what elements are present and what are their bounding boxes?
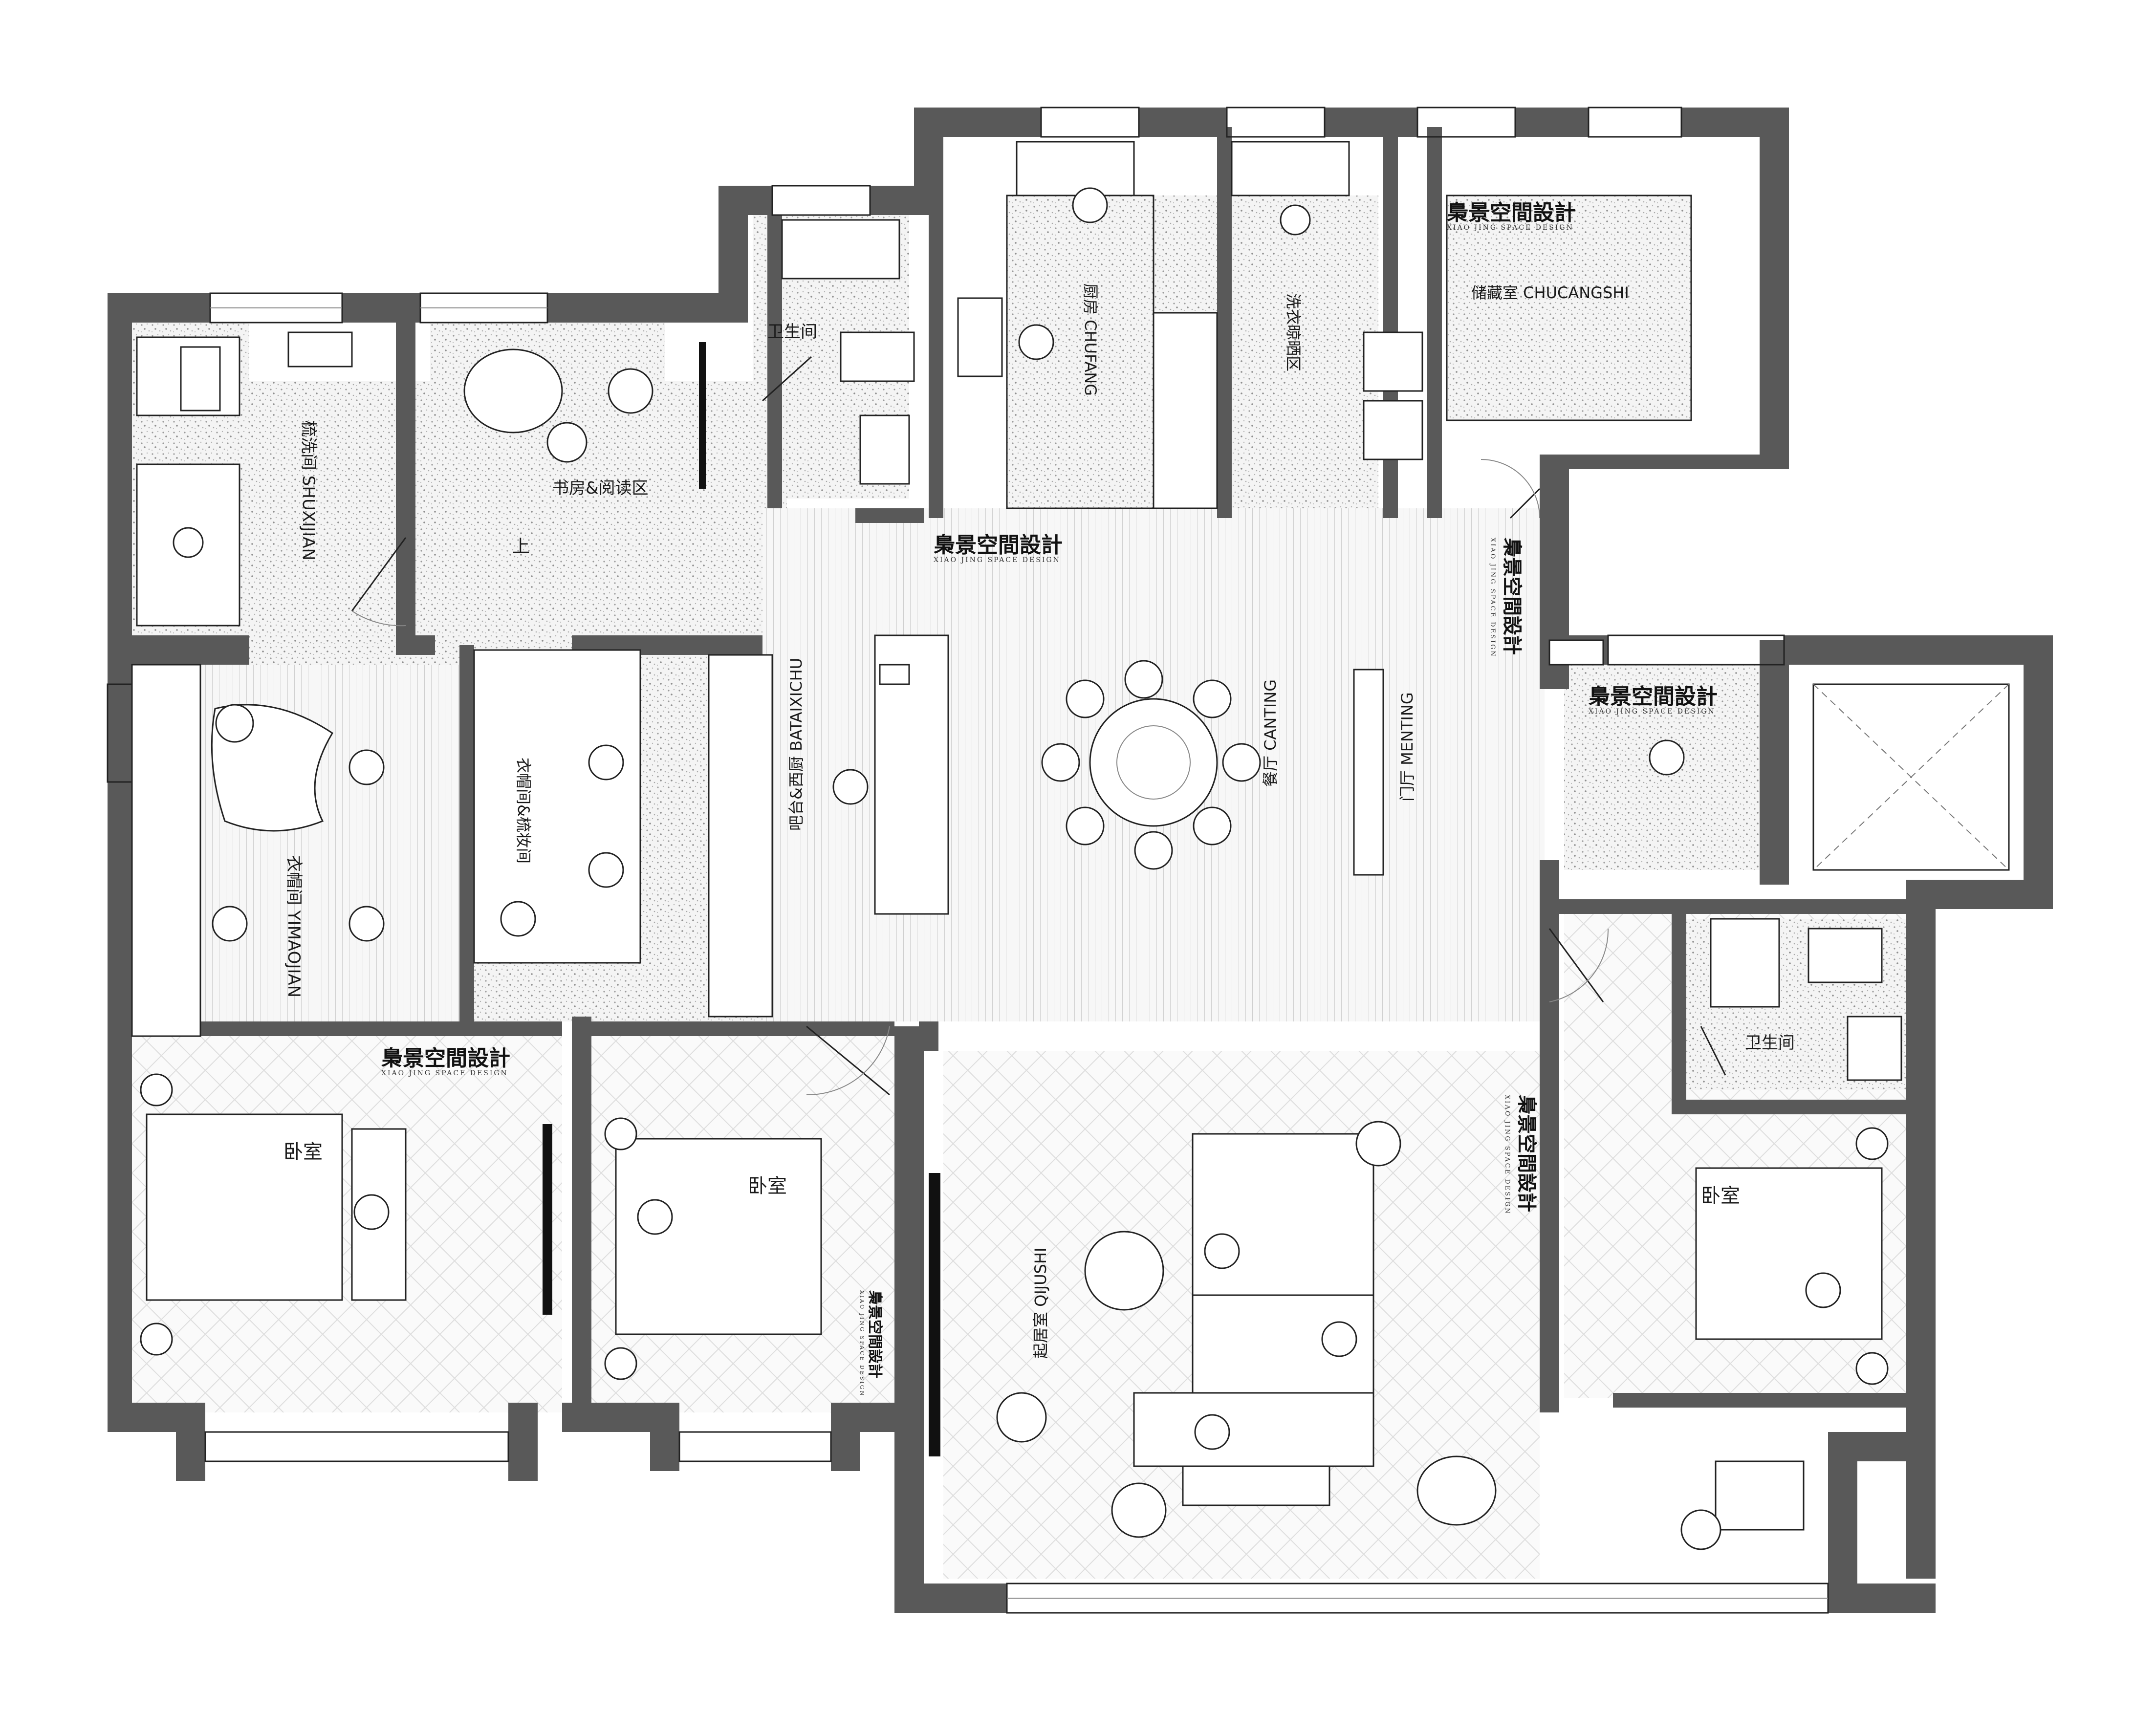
person-icon <box>212 906 248 942</box>
label-bedroom-left: 卧室 <box>283 1141 323 1163</box>
person-icon <box>500 901 536 937</box>
label-bedroom-mid: 卧室 <box>748 1175 787 1197</box>
person-icon <box>348 749 385 785</box>
brand-name: 梟景空間設計 <box>1515 1094 1538 1212</box>
person-icon <box>173 527 204 558</box>
person-icon <box>637 1199 673 1235</box>
brand-sub: XIAO JING SPACE DESIGN <box>1447 224 1574 232</box>
room-labels: 梳洗间 SHUXIJIAN 书房&阅读区 上 卫生间 厨房 CHUFANG 洗衣… <box>283 283 1795 1359</box>
person-icon <box>1194 1414 1230 1450</box>
brand-name: 梟景空間設計 <box>1501 537 1524 655</box>
label-closet-makeup: 衣帽间&梳妆间 <box>514 758 533 864</box>
person-icon <box>1280 204 1311 236</box>
person-icon <box>1204 1233 1240 1269</box>
person-icon <box>348 906 385 942</box>
brand-name: 梟景空間設計 <box>381 1046 510 1071</box>
label-foyer: 门厅 MENTING <box>1398 692 1416 802</box>
label-bar: 吧台&西厨 BATAIXICHU <box>787 658 806 831</box>
person-icon <box>353 1194 390 1230</box>
brand-sub: XIAO JING SPACE DESIGN <box>934 556 1061 564</box>
label-bathroom-top: 卫生间 <box>767 322 817 342</box>
brand-sub: XIAO JING SPACE DESIGN <box>1589 708 1716 716</box>
brand-sub: XIAO JING SPACE DESIGN <box>859 1290 865 1397</box>
person-icon <box>1649 739 1685 776</box>
person-icon <box>588 852 624 888</box>
label-storage: 储藏室 CHUCANGSHI <box>1471 283 1629 302</box>
windows <box>107 107 1829 1614</box>
person-icon <box>1018 324 1054 360</box>
brand-watermarks: 梟景空間設計 XIAO JING SPACE DESIGN 梟景空間設計 XIA… <box>381 200 1718 1397</box>
outer-walls <box>108 108 2053 1613</box>
person-icon <box>588 744 624 781</box>
label-bathroom-right: 卫生间 <box>1745 1033 1795 1053</box>
label-laundry: 洗衣晾晒区 <box>1284 293 1303 371</box>
brand-name: 梟景空間設計 <box>1588 684 1718 709</box>
brand-sub: XIAO JING SPACE DESIGN <box>1503 1095 1511 1215</box>
label-living: 起居室 QIJUSHI <box>1031 1248 1050 1359</box>
brand-sub: XIAO JING SPACE DESIGN <box>1489 538 1496 658</box>
study-floor <box>430 323 665 528</box>
interior-walls <box>132 127 1926 1412</box>
person-icon <box>1805 1272 1841 1308</box>
label-bedroom-right: 卧室 <box>1701 1185 1740 1207</box>
label-yimaojian: 衣帽间 YIMAOJIAN <box>284 855 304 998</box>
brand-name: 梟景空間設計 <box>1446 200 1576 225</box>
person-icon <box>1321 1321 1357 1357</box>
brand-name: 梟景空間設計 <box>933 533 1063 558</box>
furniture <box>131 141 2010 1550</box>
label-study: 书房&阅读区 <box>552 478 649 498</box>
label-dining: 餐厅 CANTING <box>1261 679 1280 787</box>
laundry-floor <box>1232 195 1378 508</box>
brand-sub: XIAO JING SPACE DESIGN <box>381 1069 508 1077</box>
label-up: 上 <box>512 537 530 557</box>
label-shuxijian: 梳洗间 SHUXIJIAN <box>299 420 318 561</box>
person-icon <box>1072 187 1108 223</box>
person-icon <box>832 769 869 805</box>
brand-name: 梟景空間設計 <box>866 1290 883 1378</box>
label-kitchen: 厨房 CHUFANG <box>1081 283 1100 396</box>
